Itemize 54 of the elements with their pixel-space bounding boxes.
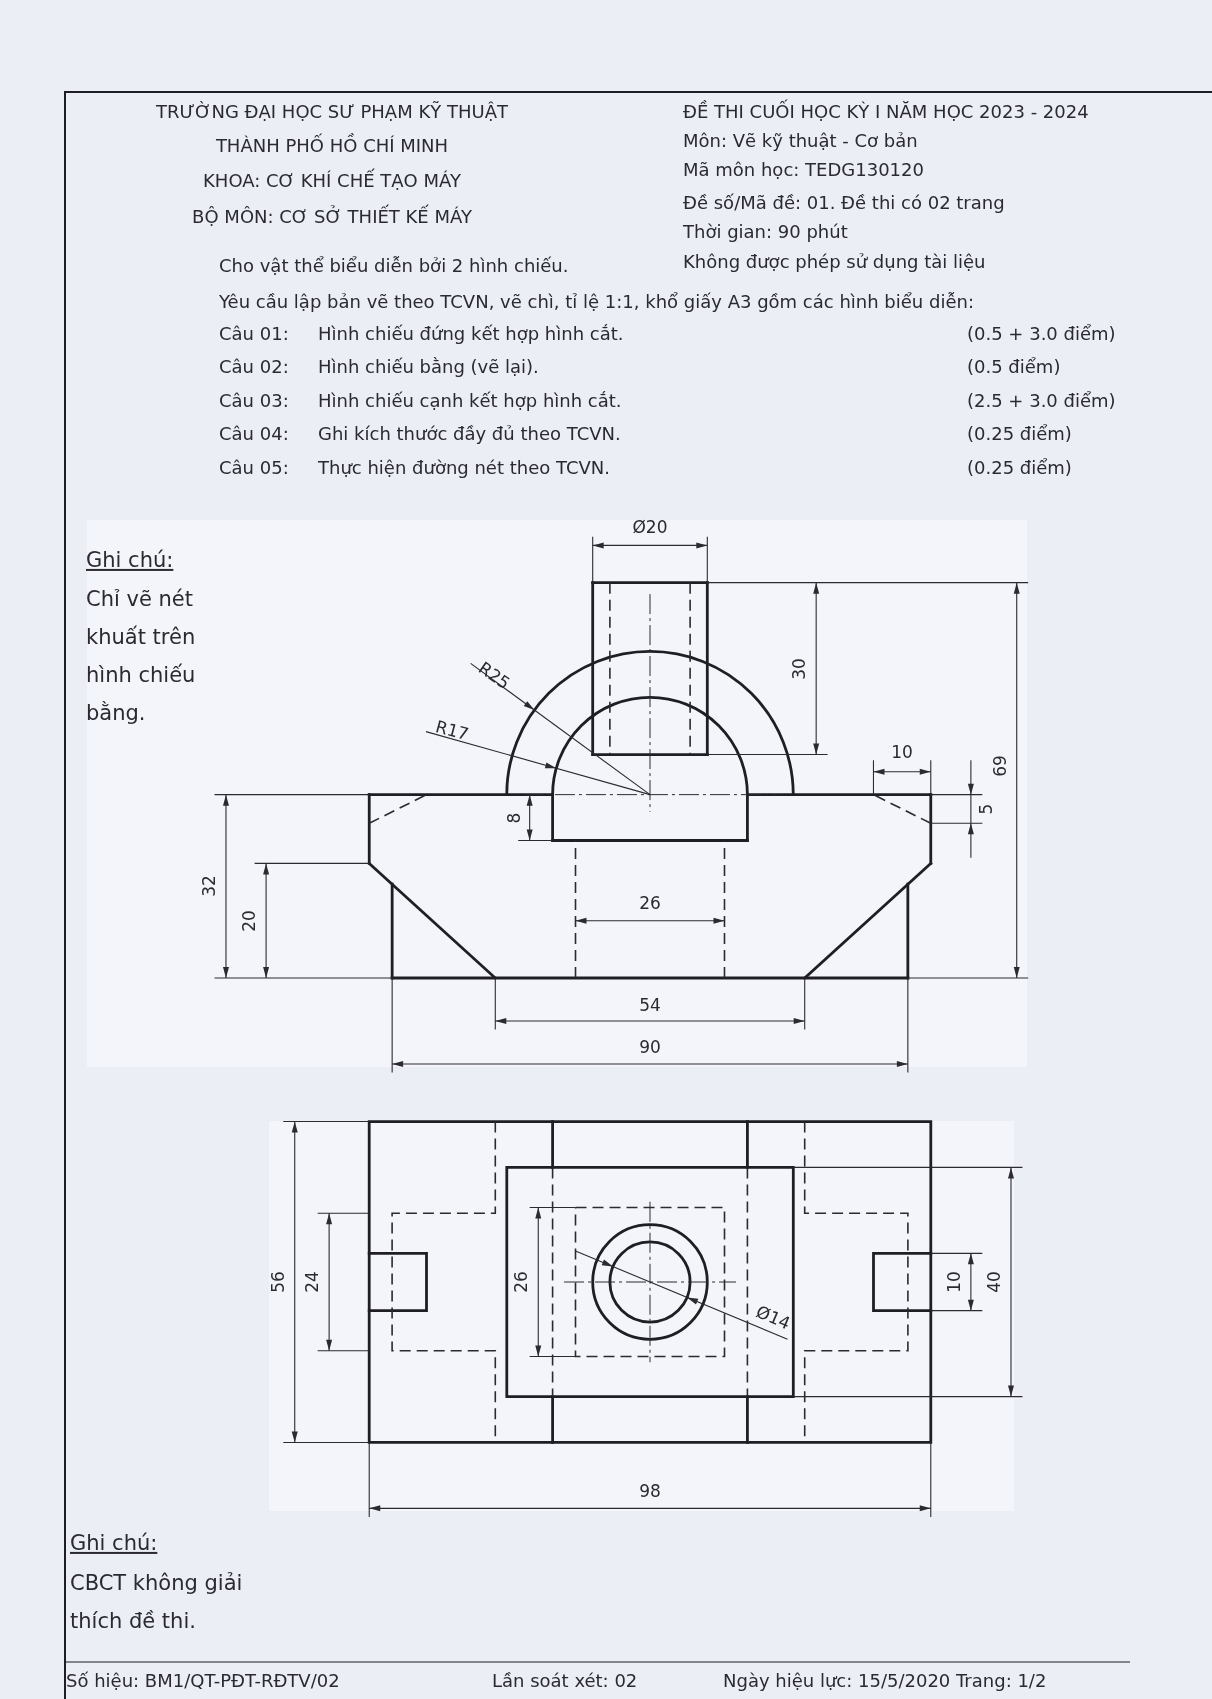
- exam-info: Môn: Vẽ kỹ thuật - Cơ bản: [683, 130, 918, 152]
- dimension-label: Ø14: [753, 1302, 794, 1334]
- dimension-label: 5: [977, 803, 997, 815]
- note-text: CBCT không giải thích đề thi.: [70, 1570, 244, 1635]
- dimension-label: 10: [945, 1271, 965, 1293]
- instruction-text: Yêu cầu lập bản vẽ theo TCVN, vẽ chì, tỉ lệ 1:1, khổ giấy A3 gồm các hình biểu diễn:: [219, 291, 974, 313]
- question-text: Thực hiện đường nét theo TCVN.: [318, 457, 610, 479]
- dimension-label: 24: [303, 1271, 323, 1293]
- header-text: BỘ MÔN: CƠ SỞ THIẾT KẾ MÁY: [192, 206, 472, 228]
- header-text: KHOA: CƠ KHÍ CHẾ TẠO MÁY: [203, 170, 461, 192]
- dimension-label: 26: [512, 1271, 532, 1293]
- dimension-label: Ø20: [632, 517, 668, 538]
- dimension-label: 56: [268, 1271, 289, 1293]
- score-text: (0.25 điểm): [967, 457, 1072, 479]
- dimension-label: 54: [639, 995, 661, 1016]
- score-text: (0.5 + 3.0 điểm): [967, 323, 1116, 345]
- header-text: THÀNH PHỐ HỒ CHÍ MINH: [215, 135, 449, 157]
- question-number: Câu 03:: [219, 390, 289, 412]
- instruction-text: Cho vật thể biểu diễn bởi 2 hình chiếu.: [219, 255, 569, 277]
- dimension-label: 90: [639, 1038, 661, 1059]
- note-heading: Ghi chú:: [86, 547, 174, 573]
- dimension-label: 30: [790, 657, 810, 680]
- dimension-label: R17: [433, 717, 471, 745]
- exam-title: ĐỀ THI CUỐI HỌC KỲ I NĂM HỌC 2023 - 2024: [683, 101, 1089, 123]
- exam-info: Không được phép sử dụng tài liệu: [683, 251, 986, 273]
- score-text: (0.5 điểm): [967, 356, 1061, 378]
- question-number: Câu 05:: [219, 457, 289, 479]
- dimension-label: 32: [200, 875, 220, 898]
- dimension-label: 40: [985, 1271, 1005, 1293]
- exam-info: Thời gian: 90 phút: [683, 221, 848, 243]
- note-heading: Ghi chú:: [70, 1530, 158, 1556]
- dimension-label: 10: [891, 743, 913, 763]
- dimension-label: 8: [505, 812, 525, 823]
- score-text: (0.25 điểm): [967, 423, 1072, 445]
- footer-text: Lần soát xét: 02: [492, 1670, 638, 1692]
- question-text: Hình chiếu cạnh kết hợp hình cắt.: [318, 390, 622, 412]
- dimension-label: 20: [240, 909, 260, 932]
- exam-info: Mã môn học: TEDG130120: [683, 159, 924, 181]
- score-text: (2.5 + 3.0 điểm): [967, 390, 1116, 412]
- header-text: TRƯỜNG ĐẠI HỌC SƯ PHẠM KỸ THUẬT: [156, 101, 508, 123]
- question-text: Hình chiếu đứng kết hợp hình cắt.: [318, 323, 624, 345]
- exam-info: Đề số/Mã đề: 01. Đề thi có 02 trang: [683, 192, 1005, 214]
- dimension-label: R25: [474, 658, 514, 694]
- dimension-label: 26: [639, 894, 661, 914]
- question-number: Câu 04:: [219, 423, 289, 445]
- question-number: Câu 02:: [219, 356, 289, 378]
- note-text: Chỉ vẽ nét khuất trên hình chiếu bằng.: [86, 586, 197, 727]
- question-number: Câu 01:: [219, 323, 289, 345]
- footer-text: Ngày hiệu lực: 15/5/2020 Trang: 1/2: [723, 1670, 1047, 1692]
- footer-text: Số hiệu: BM1/QT-PĐT-RĐTV/02: [66, 1670, 340, 1692]
- dimension-label: 69: [990, 755, 1011, 777]
- question-text: Hình chiếu bằng (vẽ lại).: [318, 356, 539, 378]
- dimension-label: 98: [639, 1482, 661, 1503]
- question-text: Ghi kích thước đầy đủ theo TCVN.: [318, 423, 621, 445]
